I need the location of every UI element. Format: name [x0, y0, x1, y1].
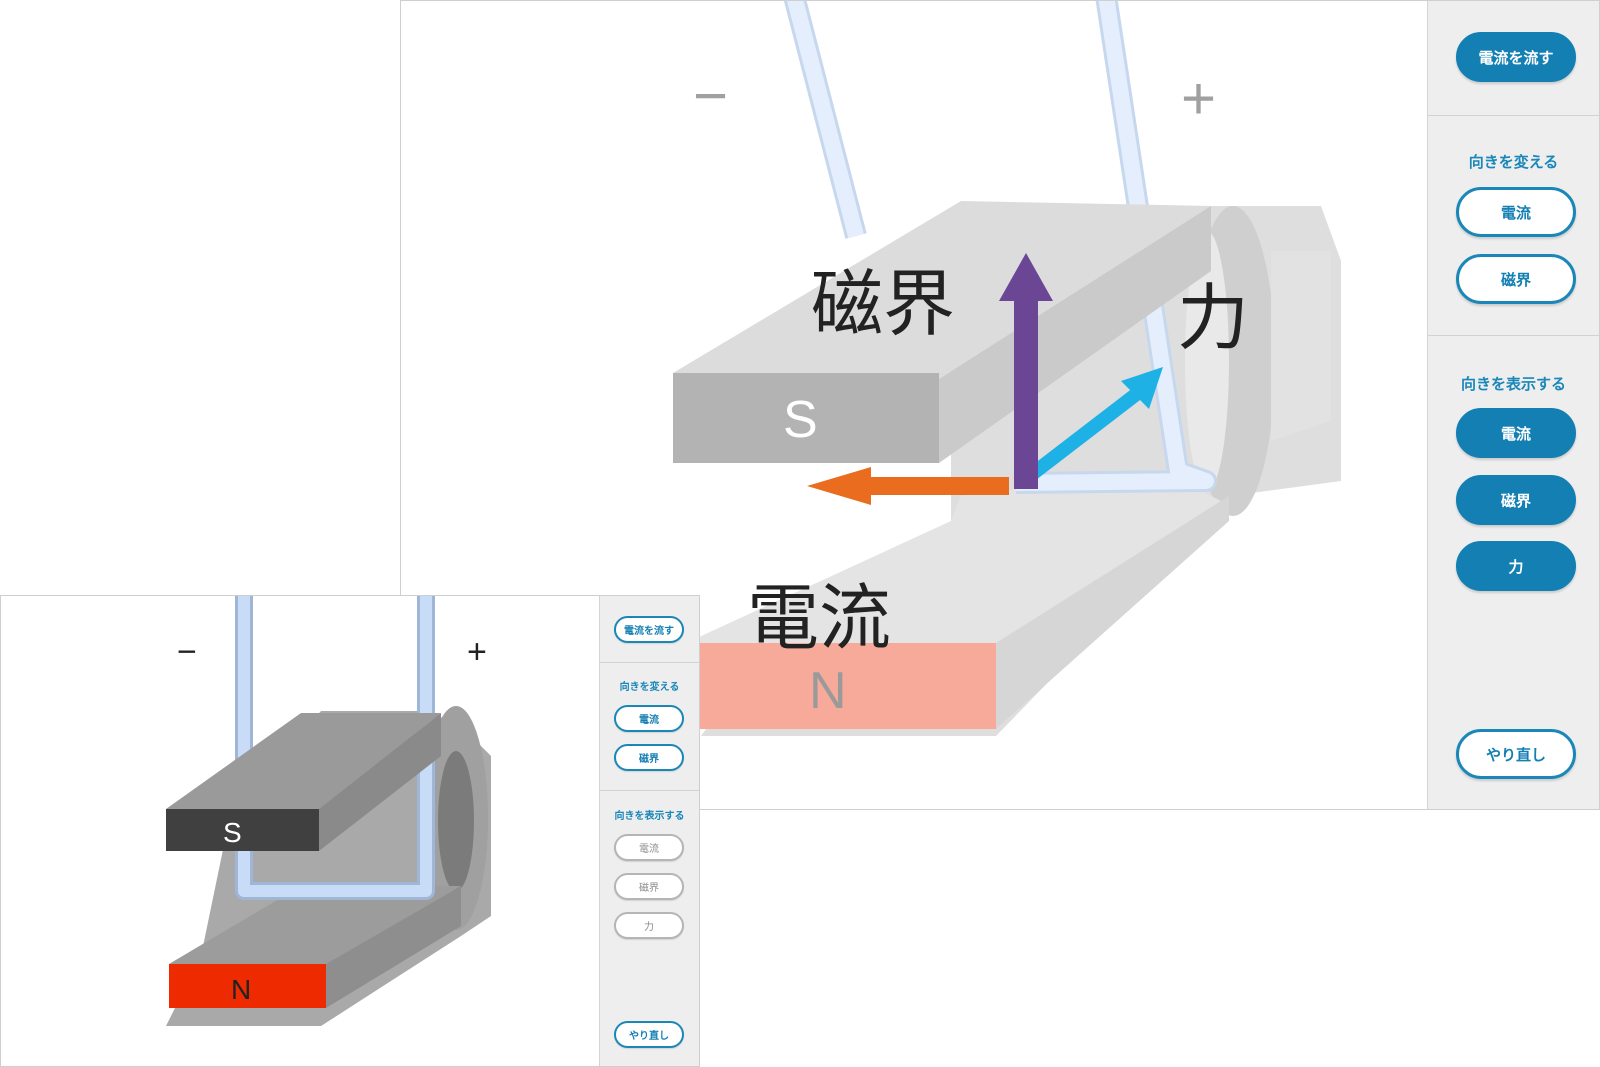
- magnet-lower-side: [326, 886, 461, 1008]
- magnetic-field-arrow: [999, 253, 1053, 489]
- run-current-button[interactable]: 電流を流す: [1456, 32, 1576, 82]
- force-label: 力: [1177, 276, 1249, 360]
- initial-scene: N S − +: [166, 596, 491, 1026]
- active-scene: N S 磁界 力 電流 − +: [673, 1, 1341, 736]
- change-direction-label: 向きを変える: [1468, 153, 1559, 171]
- magnet-end-hole: [438, 751, 474, 891]
- reset-button[interactable]: やり直し: [614, 1021, 684, 1048]
- show-current-button[interactable]: 電流: [614, 834, 684, 861]
- magnet-end-hole: [1185, 231, 1229, 491]
- s-pole-face: [673, 373, 939, 463]
- control-sidebar: 電流を流す 向きを変える 電流 磁界 向きを表示する 電流 磁界 力 やり直し: [1427, 1, 1599, 809]
- magnet-upper-side: [939, 206, 1211, 463]
- magnet-upper-side: [319, 713, 441, 851]
- magnet-lower-arm: [686, 471, 1221, 643]
- positive-terminal: +: [1181, 65, 1216, 132]
- positive-terminal: +: [467, 633, 487, 671]
- show-current-button[interactable]: 電流: [1456, 408, 1576, 458]
- sidebar-divider: [600, 662, 699, 663]
- n-pole-label: N: [231, 974, 251, 1005]
- control-sidebar: 電流を流す 向きを変える 電流 磁界 向きを表示する 電流 磁界 力 やり直し: [599, 596, 699, 1066]
- s-pole-face: [166, 809, 319, 851]
- magnet-upper-top: [166, 713, 441, 809]
- sidebar-divider: [1428, 335, 1599, 336]
- change-direction-label: 向きを変える: [619, 682, 680, 693]
- simulation-panel-initial: N S − + 電流を流す 向きを変える 電流 磁界 向きを表示する 電流 磁界…: [0, 595, 700, 1067]
- magnet-lower-side: [996, 496, 1229, 729]
- magnet-lower-top: [169, 886, 461, 964]
- show-field-button[interactable]: 磁界: [614, 873, 684, 900]
- sidebar-divider: [600, 790, 699, 791]
- show-direction-label: 向きを表示する: [614, 811, 685, 822]
- s-pole-label: S: [783, 391, 818, 449]
- change-field-direction-button[interactable]: 磁界: [614, 744, 684, 771]
- current-label: 電流: [747, 576, 891, 660]
- magnet-end-cap: [1271, 251, 1331, 441]
- show-force-button[interactable]: 力: [1456, 541, 1576, 591]
- change-field-direction-button[interactable]: 磁界: [1456, 254, 1576, 304]
- s-pole-label: S: [223, 817, 242, 848]
- n-pole-label: N: [809, 662, 847, 720]
- reset-button[interactable]: やり直し: [1456, 729, 1576, 779]
- change-current-direction-button[interactable]: 電流: [614, 705, 684, 732]
- magnet-upper-top: [673, 201, 1211, 379]
- run-current-button[interactable]: 電流を流す: [614, 616, 684, 643]
- n-pole-face: [169, 964, 326, 1008]
- current-arrow: [807, 467, 1009, 505]
- show-force-button[interactable]: 力: [614, 912, 684, 939]
- magnetic-field-label: 磁界: [811, 262, 955, 346]
- negative-terminal: −: [177, 633, 197, 671]
- change-current-direction-button[interactable]: 電流: [1456, 187, 1576, 237]
- sidebar-divider: [1428, 115, 1599, 116]
- n-pole-face: [691, 643, 996, 729]
- show-field-button[interactable]: 磁界: [1456, 475, 1576, 525]
- force-arrow: [1026, 367, 1163, 481]
- show-direction-label: 向きを表示する: [1460, 375, 1566, 393]
- negative-terminal: −: [693, 62, 728, 129]
